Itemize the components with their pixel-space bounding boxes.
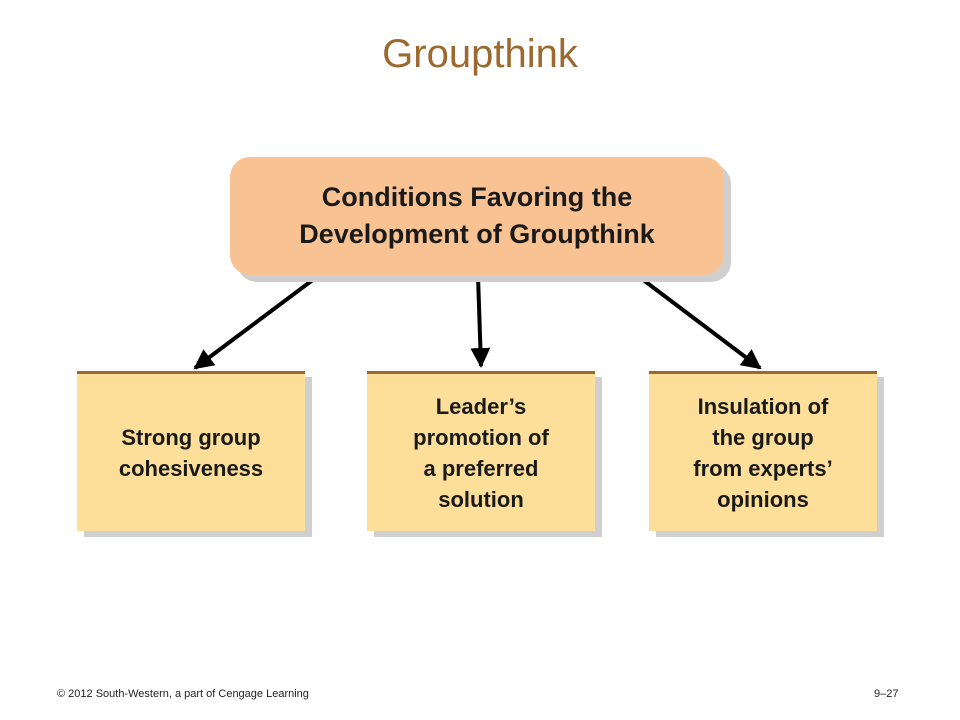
condition-box-leader-promotion: Leader’s promotion of a preferred soluti… [367, 371, 595, 531]
header-box-conditions: Conditions Favoring the Development of G… [230, 157, 724, 275]
slide-title: Groupthink [382, 32, 578, 76]
arrow-center [470, 275, 491, 368]
arrow-right [636, 274, 762, 370]
footer-page-number: 9–27 [874, 688, 899, 700]
arrow-left [193, 274, 320, 370]
condition-box-insulation: Insulation of the group from experts’ op… [649, 371, 877, 531]
footer-copyright: © 2012 South-Western, a part of Cengage … [57, 688, 309, 700]
condition-box-cohesiveness: Strong group cohesiveness [77, 371, 305, 531]
